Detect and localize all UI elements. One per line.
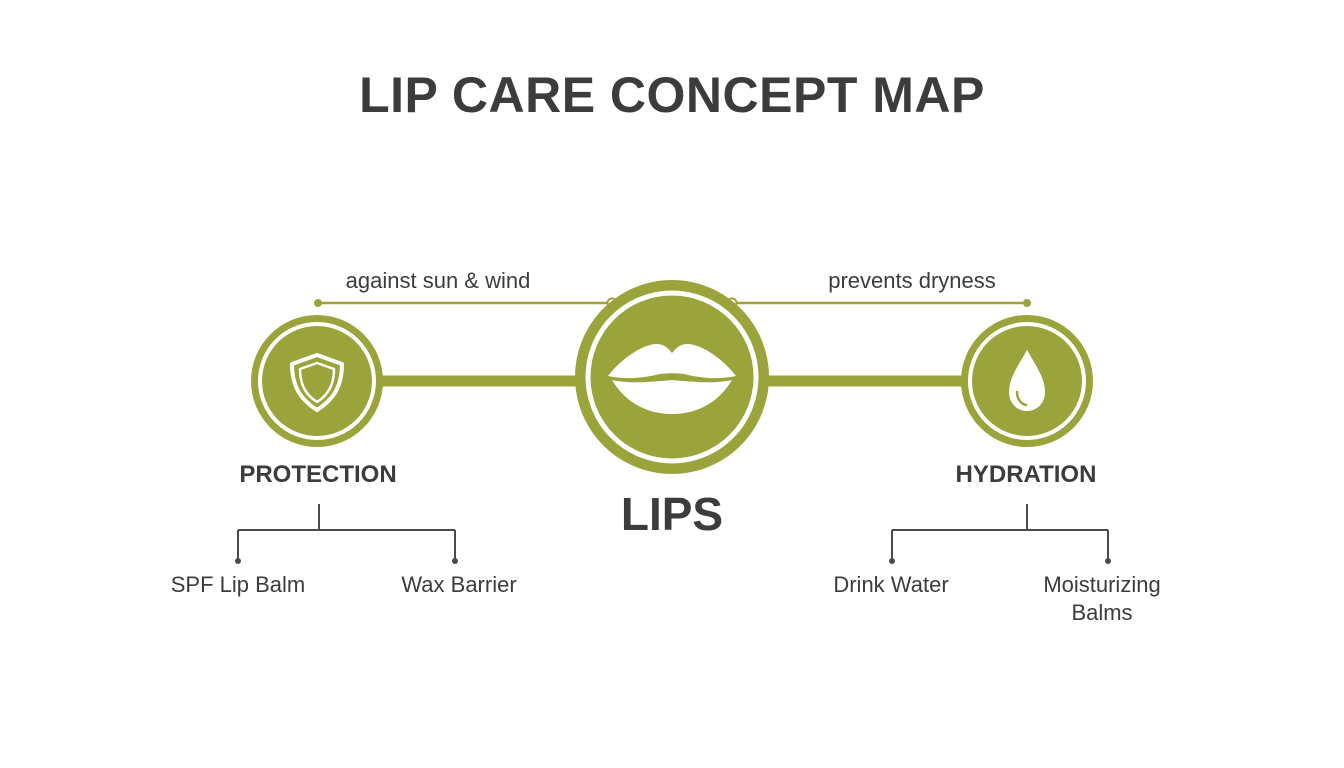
leaf-drink-water: Drink Water: [833, 572, 949, 597]
annotation-line-right: [726, 297, 1031, 309]
water-drop-icon: [1009, 350, 1045, 411]
protection-tree: [235, 504, 458, 564]
category-label-protection: PROTECTION: [239, 461, 397, 488]
link-label-left: against sun & wind: [345, 268, 531, 293]
page-title: LIP CARE CONCEPT MAP: [359, 67, 985, 123]
lips-icon: [608, 344, 736, 414]
link-label-right: prevents dryness: [828, 268, 996, 293]
hydration-node: [961, 315, 1093, 447]
leaf-wax-barrier: Wax Barrier: [401, 572, 517, 597]
leaf-moisturizing-balms: Moisturizing Balms: [1043, 572, 1161, 625]
hydration-tree: [889, 504, 1111, 564]
leaf-spf-lip-balm: SPF Lip Balm: [170, 572, 306, 597]
category-label-hydration: HYDRATION: [955, 461, 1097, 488]
center-label: LIPS: [620, 488, 724, 540]
shield-icon: [290, 353, 344, 412]
lips-node: [575, 280, 769, 474]
annotation-line-left: [314, 297, 618, 309]
protection-node: [251, 315, 383, 447]
